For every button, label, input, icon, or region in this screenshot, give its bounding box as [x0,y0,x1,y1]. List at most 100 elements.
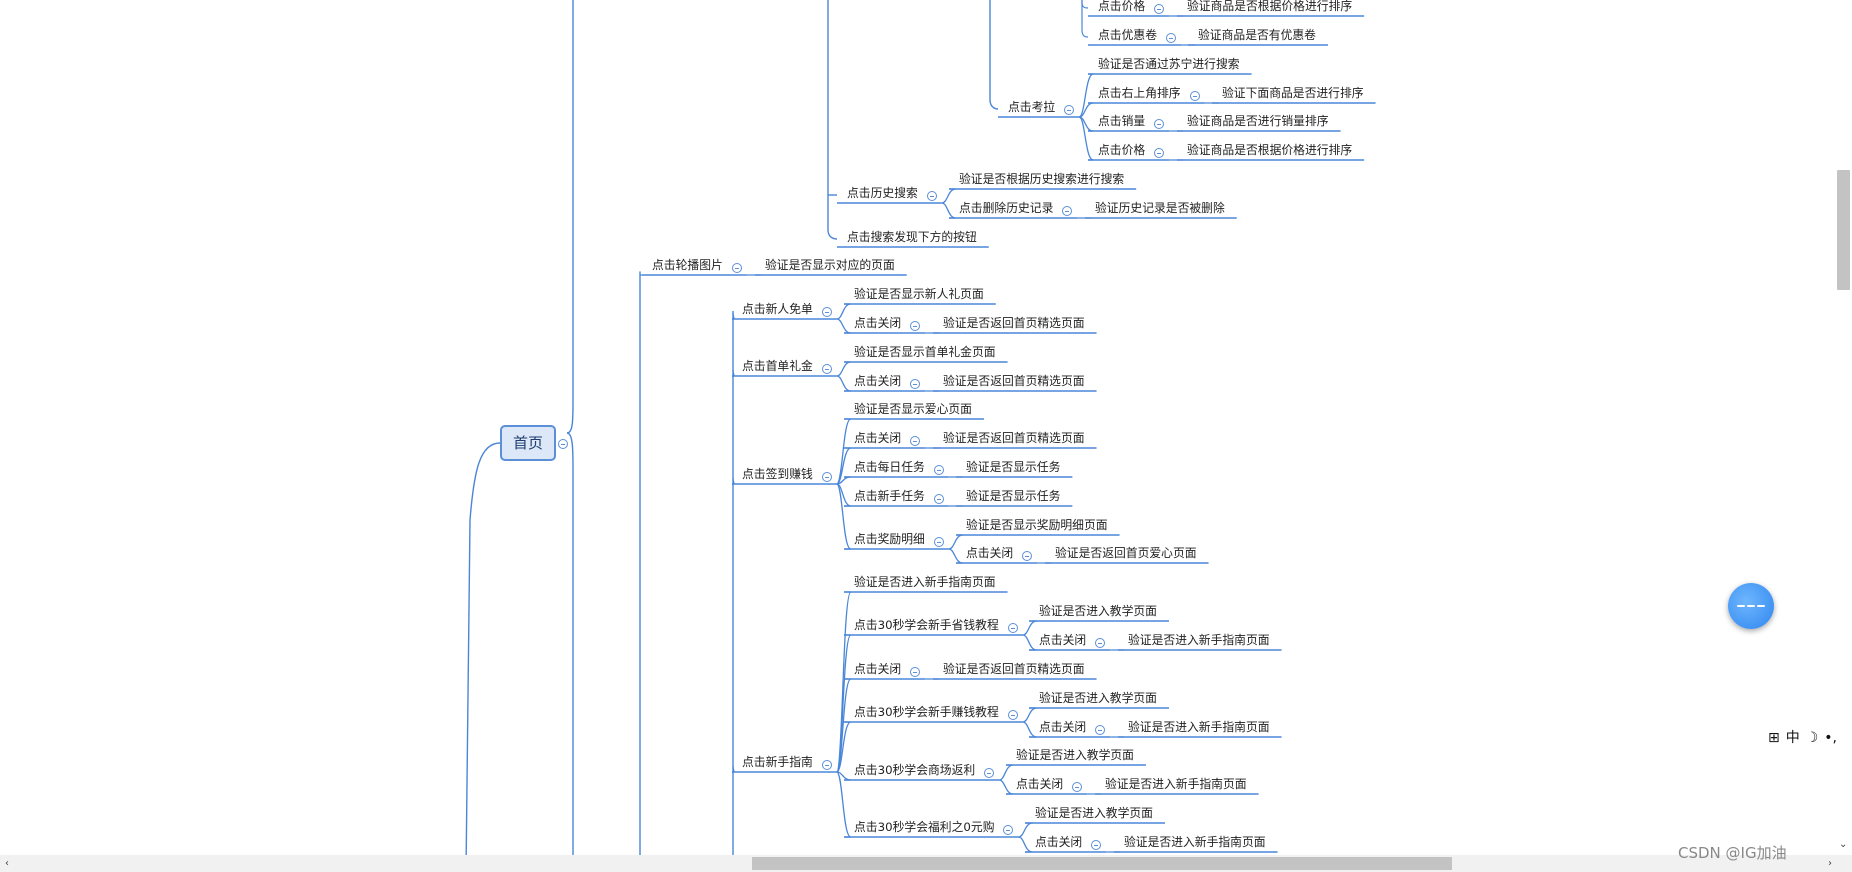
mindmap-node[interactable]: 验证商品是否进行销量排序 [1187,114,1329,128]
mindmap-node[interactable]: 点击优惠卷 [1098,28,1157,42]
mindmap-node[interactable]: 验证是否进入新手指南页面 [1128,720,1270,734]
mindmap-node[interactable]: 点击删除历史记录 [959,201,1054,215]
mindmap-node[interactable]: 点击关闭 [1039,720,1087,734]
scroll-right-arrow-icon[interactable]: › [1828,858,1832,869]
mindmap-node[interactable]: 点击销量 [1098,114,1146,128]
scroll-down-arrow-icon[interactable]: ⌄ [1839,839,1848,850]
mindmap-node[interactable]: 验证下面商品是否进行排序 [1222,86,1364,100]
mindmap-node[interactable]: 验证是否进入新手指南页面 [854,575,996,589]
mindmap-node[interactable]: 验证是否显示爱心页面 [854,402,972,416]
mindmap-node[interactable]: 验证是否返回首页精选页面 [943,662,1085,676]
mindmap-node[interactable]: 点击关闭 [1039,633,1087,647]
collapse-toggle-icon[interactable] [821,307,832,317]
root-node-home[interactable]: 首页 [500,425,556,461]
mindmap-node[interactable]: 点击考拉 [1008,100,1056,114]
mindmap-node[interactable]: 点击关闭 [1016,777,1064,791]
collapse-toggle-icon[interactable] [1154,4,1165,14]
collapse-toggle-icon[interactable] [1064,105,1075,115]
mindmap-node[interactable]: 验证是否显示奖励明细页面 [966,518,1108,532]
collapse-toggle-icon[interactable] [1154,119,1165,129]
mindmap-node[interactable]: 点击关闭 [1035,835,1083,849]
mindmap-node[interactable]: 点击历史搜索 [847,186,918,200]
mindmap-node[interactable]: 验证是否显示任务 [966,489,1061,503]
mindmap-node[interactable]: 验证是否通过苏宁进行搜索 [1098,57,1240,71]
mindmap-node[interactable]: 点击首单礼金 [742,359,813,373]
mindmap-node[interactable]: 点击30秒学会新手赚钱教程 [854,705,999,719]
collapse-toggle-icon[interactable] [731,263,742,273]
collapse-toggle-icon[interactable] [910,321,921,331]
mindmap-node[interactable]: 验证是否进入教学页面 [1016,748,1134,762]
mindmap-node[interactable]: 点击关闭 [854,316,902,330]
collapse-toggle-icon[interactable] [1022,551,1033,561]
collapse-toggle-icon[interactable] [910,379,921,389]
mindmap-node[interactable]: 点击价格 [1098,0,1146,13]
collapse-toggle-icon[interactable] [821,472,832,482]
collapse-toggle-icon[interactable] [1165,33,1176,43]
ime-layout-icon[interactable]: ⊞ [1768,730,1780,746]
mindmap-node[interactable]: 验证是否显示新人礼页面 [854,287,984,301]
mindmap-node[interactable]: 点击轮播图片 [652,258,723,272]
mindmap-node[interactable]: 验证是否显示对应的页面 [765,258,895,272]
mindmap-node[interactable]: 点击右上角排序 [1098,86,1181,100]
mindmap-node[interactable]: 点击关闭 [966,546,1014,560]
mindmap-node[interactable]: 点击关闭 [854,431,902,445]
scroll-left-arrow-icon[interactable]: ‹ [5,858,9,869]
root-collapse-toggle[interactable] [558,439,568,449]
collapse-toggle-icon[interactable] [1007,710,1018,720]
collapse-toggle-icon[interactable] [910,667,921,677]
collapse-toggle-icon[interactable] [1095,638,1106,648]
mindmap-node[interactable]: 验证商品是否根据价格进行排序 [1187,143,1353,157]
mindmap-node[interactable]: 点击30秒学会新手省钱教程 [854,618,999,632]
ime-moon-icon[interactable]: ☽ [1805,730,1819,746]
mindmap-node[interactable]: 点击签到赚钱 [742,467,813,481]
mindmap-node[interactable]: 验证是否根据历史搜索进行搜索 [959,172,1125,186]
mindmap-node[interactable]: 点击关闭 [854,374,902,388]
mindmap-node[interactable]: 验证是否返回首页精选页面 [943,316,1085,330]
collapse-toggle-icon[interactable] [1003,825,1014,835]
collapse-toggle-icon[interactable] [1091,840,1102,850]
ime-punct-icon[interactable]: •, [1824,730,1838,746]
mindmap-node[interactable]: 验证是否进入新手指南页面 [1128,633,1270,647]
collapse-toggle-icon[interactable] [984,768,995,778]
mindmap-node[interactable]: 点击奖励明细 [854,532,925,546]
collapse-toggle-icon[interactable] [1072,782,1083,792]
collapse-toggle-icon[interactable] [821,760,832,770]
collapse-toggle-icon[interactable] [926,191,937,201]
mindmap-node[interactable]: 点击搜索发现下方的按钮 [847,230,977,244]
mindmap-node[interactable]: 点击每日任务 [854,460,925,474]
horizontal-scrollbar-thumb[interactable] [752,857,1452,870]
mindmap-node[interactable]: 验证是否显示首单礼金页面 [854,345,996,359]
collapse-toggle-icon[interactable] [1189,91,1200,101]
floating-action-button[interactable] [1728,583,1774,629]
collapse-toggle-icon[interactable] [1095,725,1106,735]
mindmap-node[interactable]: 点击新手任务 [854,489,925,503]
mindmap-node[interactable]: 验证是否显示任务 [966,460,1061,474]
mindmap-node[interactable]: 验证是否返回首页爱心页面 [1055,546,1197,560]
mindmap-node[interactable]: 点击新人免单 [742,302,813,316]
collapse-toggle-icon[interactable] [1007,623,1018,633]
ime-mode-label[interactable]: 中 [1785,730,1800,746]
collapse-toggle-icon[interactable] [1062,206,1073,216]
collapse-toggle-icon[interactable] [1154,148,1165,158]
mindmap-node[interactable]: 验证商品是否有优惠卷 [1198,28,1316,42]
collapse-toggle-icon[interactable] [933,537,944,547]
mindmap-node[interactable]: 验证历史记录是否被删除 [1095,201,1225,215]
mindmap-node[interactable]: 验证是否进入教学页面 [1039,604,1157,618]
mindmap-node[interactable]: 验证是否返回首页精选页面 [943,374,1085,388]
mindmap-node[interactable]: 点击关闭 [854,662,902,676]
ime-toolbar[interactable]: ⊞ 中 ☽ •, [1768,728,1852,748]
mindmap-node[interactable]: 验证是否进入新手指南页面 [1124,835,1266,849]
mindmap-node[interactable]: 验证是否进入新手指南页面 [1105,777,1247,791]
collapse-toggle-icon[interactable] [821,364,832,374]
collapse-toggle-icon[interactable] [933,465,944,475]
mindmap-node[interactable]: 点击30秒学会商场返利 [854,763,976,777]
collapse-toggle-icon[interactable] [910,436,921,446]
mindmap-node[interactable]: 点击价格 [1098,143,1146,157]
mindmap-node[interactable]: 点击30秒学会福利之0元购 [854,820,995,834]
mindmap-node[interactable]: 验证是否返回首页精选页面 [943,431,1085,445]
vertical-scrollbar-thumb[interactable] [1837,170,1850,290]
mindmap-node[interactable]: 点击新手指南 [742,755,813,769]
mindmap-node[interactable]: 验证商品是否根据价格进行排序 [1187,0,1353,13]
collapse-toggle-icon[interactable] [933,494,944,504]
